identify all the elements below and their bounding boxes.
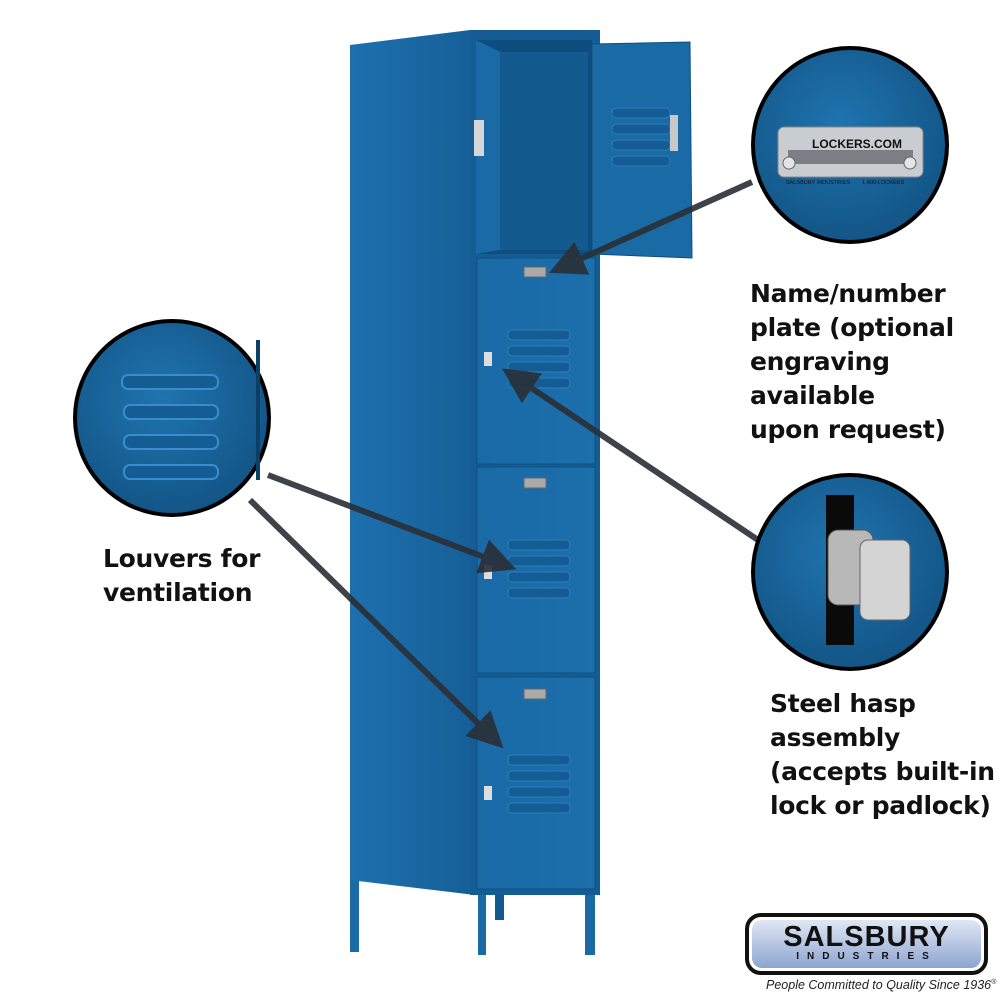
louvers-callout: Louvers for ventilation (103, 544, 261, 607)
hasp-callout: Steel hasp assembly (accepts built-in lo… (770, 689, 995, 820)
name-plate-right-text: 1-800-LOCKERS (862, 180, 905, 186)
locker-legs (350, 880, 595, 955)
registered-mark: ® (991, 978, 997, 986)
callout-arrows (247, 179, 760, 749)
name-plate-title: LOCKERS.COM (812, 137, 902, 151)
logo-subtitle: INDUSTRIES (796, 951, 937, 962)
logo-name: SALSBURY (783, 921, 950, 953)
salsbury-logo: SALSBURY INDUSTRIES (745, 913, 988, 975)
louvers-detail-circle (73, 319, 271, 517)
tagline-text: People Committed to Quality Since 1936 (766, 978, 992, 992)
name-plate-callout: Name/number plate (optional engraving av… (750, 279, 954, 444)
hasp-detail-circle (751, 473, 949, 671)
name-plate-left-text: SALSBURY INDUSTRIES (786, 180, 850, 186)
brand-tagline: People Committed to Quality Since 1936® (766, 978, 996, 992)
locker-side (350, 30, 475, 895)
name-plate-detail-circle (751, 46, 949, 244)
